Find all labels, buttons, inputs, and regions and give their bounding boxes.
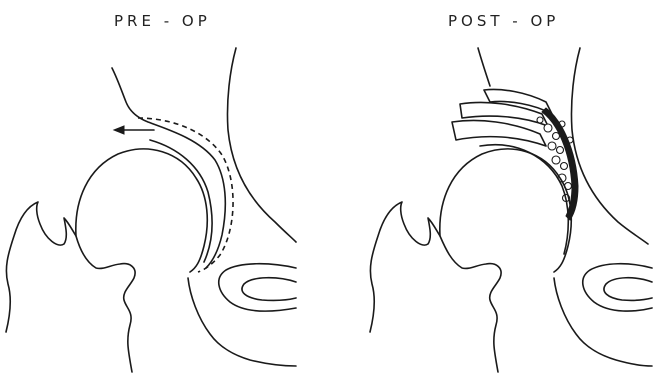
post-ilium-inner-line (571, 48, 648, 244)
pre-ilium-outer-line (112, 68, 225, 268)
pre-arrow-head (114, 126, 124, 134)
post-graft-wedge-3 (452, 121, 546, 147)
post-obturator-inner (604, 278, 652, 301)
post-obturator (583, 264, 652, 311)
pre-acetabulum-rim (150, 140, 212, 262)
post-op-panel (370, 48, 652, 372)
pre-op-panel (6, 48, 296, 372)
pre-obturator-inner (242, 278, 296, 301)
post-femur-outline (370, 202, 501, 372)
post-pubis-outline (554, 278, 652, 366)
post-femoral-head-dome (440, 149, 571, 272)
pre-femoral-head (6, 202, 135, 372)
pre-ilium-inner-line (227, 48, 296, 242)
pre-obturator (219, 264, 296, 311)
pre-femoral-head-dome (76, 149, 207, 272)
post-ilium-outer-line (478, 48, 490, 86)
